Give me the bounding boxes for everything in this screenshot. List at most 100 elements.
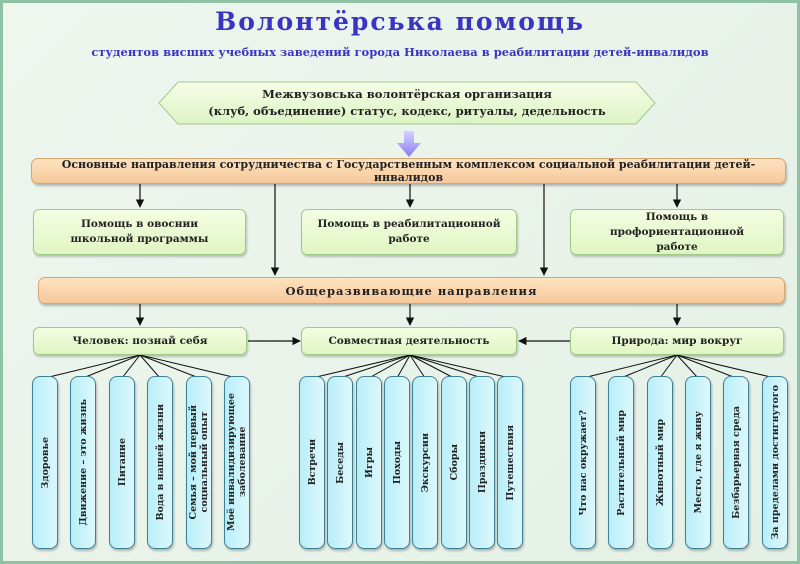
topic-pill-label: За пределами достигнутого (770, 385, 781, 539)
fan-connector-human (121, 354, 141, 379)
topic-pill-label-line: Вода в нашей жизни (154, 404, 166, 521)
fan-connector-joint (409, 354, 426, 379)
topic-pill-label: Беседы (335, 442, 346, 484)
topic-pill-label-line: Походы (391, 440, 403, 485)
topic-pill-joint: Беседы (327, 376, 353, 549)
fan-connector-joint (311, 354, 411, 379)
topic-pill-label: Место, где я живу (693, 411, 704, 513)
topic-pill-nature: За пределами достигнутого (762, 376, 788, 549)
topic-pill-human: Движение – это жизнь (70, 376, 96, 549)
topic-pill-label-line: Экскурсии (419, 432, 431, 493)
category-joint: Совместная деятельность (301, 327, 517, 355)
topic-pill-label-line: заболевание (237, 427, 248, 498)
category-human: Человек: познай себя (33, 327, 247, 355)
topic-pill-joint: Походы (384, 376, 410, 549)
fan-connector-joint (409, 354, 483, 379)
help-box-school-line-1: Помощь в овоснии (80, 218, 199, 230)
topic-pill-human: Вода в нашей жизни (147, 376, 173, 549)
topic-pill-label: Походы (392, 441, 403, 484)
fan-connector-nature (659, 354, 678, 379)
topic-pill-nature: Животный мир (647, 376, 673, 549)
page-title: Волонтёрська помощь (215, 7, 585, 36)
topic-pill-label: Питание (117, 438, 128, 486)
topic-pill-label-line: Что нас окружает? (577, 409, 589, 516)
topic-pill-label-line: Беседы (334, 441, 346, 484)
general-directions-bar: Общеразвивающие направления (38, 277, 785, 304)
topic-pill-nature: Что нас окружает? (570, 376, 596, 549)
help-box-rehab: Помощь в реабилитационной работе (301, 209, 517, 255)
help-box-rehab-line-1: Помощь в реабилитационной (317, 218, 501, 230)
topic-pill-label: Здоровье (40, 437, 51, 489)
organization-box: Межвузовська волонтёрская организация (к… (158, 81, 656, 125)
fan-connector-human (82, 354, 141, 379)
topic-pill-joint: Игры (356, 376, 382, 549)
help-box-career: Помощь в профориентационной работе (570, 209, 784, 255)
connector-lines (44, 183, 776, 379)
down-arrow-icon (397, 131, 421, 157)
category-human-label: Человек: познай себя (72, 334, 208, 347)
topic-pill-joint: Встречи (299, 376, 325, 549)
general-directions-label: Общеразвивающие направления (285, 283, 538, 298)
topic-pill-label: Встречи (307, 439, 318, 485)
main-directions-label: Основные направления сотрудничества с Го… (61, 158, 756, 184)
help-box-rehab-line-2: работе (388, 233, 430, 245)
topic-pill-joint: Экскурсии (412, 376, 438, 549)
topic-pill-label-line: Путешествия (504, 424, 516, 501)
fan-connector-human (139, 354, 238, 379)
fan-connector-human (44, 354, 141, 379)
category-joint-label: Совместная деятельность (328, 334, 490, 347)
topic-pill-human: Питание (109, 376, 135, 549)
topic-pill-label: Праздники (477, 431, 488, 493)
topic-pill-label: Экскурсии (420, 433, 431, 493)
page-subtitle: студентов висших учебных заведений город… (91, 45, 709, 59)
topic-pill-label-line: социальный опыт (199, 411, 210, 514)
fan-connector-human (139, 354, 161, 379)
topic-pill-label-line: Семья – мой первый (188, 405, 199, 520)
topic-pill-label-line: Животный мир (654, 418, 666, 507)
topic-pill-label: Сборы (449, 444, 460, 480)
topic-pill-human: Здоровье (32, 376, 58, 549)
fan-connector-joint (409, 354, 455, 379)
fan-connector-human (139, 354, 200, 379)
help-box-school: Помощь в овоснии школьной программы (33, 209, 246, 255)
fan-connector-joint (409, 354, 511, 379)
category-nature-label: Природа: мир вокруг (611, 334, 743, 347)
category-nature: Природа: мир вокруг (570, 327, 784, 355)
topic-pill-label-line: За пределами достигнутого (769, 385, 781, 540)
fan-connector-nature (676, 354, 737, 379)
topic-pill-joint: Путешествия (497, 376, 523, 549)
topic-pill-label-line: Здоровье (39, 436, 51, 489)
fan-connector-joint (396, 354, 411, 379)
topic-pill-label: Растительный мир (616, 410, 627, 516)
topic-pill-label: Вода в нашей жизни (155, 404, 166, 521)
topic-pill-joint: Праздники (469, 376, 495, 549)
topic-pill-label-line: Встречи (306, 439, 318, 486)
fan-connector-joint (339, 354, 411, 379)
topic-pill-label-line: Питание (116, 438, 128, 487)
topic-pill-nature: Растительный мир (608, 376, 634, 549)
fan-connector-joint (368, 354, 411, 379)
topic-pill-label: Животный мир (655, 419, 666, 506)
help-box-school-line-2: школьной программы (70, 233, 209, 245)
topic-pill-nature: Безбарьерная среда (723, 376, 749, 549)
fan-connector-nature (582, 354, 678, 379)
help-box-career-line-1: Помощь в профориентационной (609, 210, 745, 238)
topic-pill-joint: Сборы (441, 376, 467, 549)
fan-connector-nature (620, 354, 678, 379)
topic-pill-label: Безбарьерная среда (731, 406, 742, 519)
main-directions-bar: Основные направления сотрудничества с Го… (31, 158, 786, 184)
organization-line-1: Межвузовська волонтёрская организация (262, 87, 552, 101)
topic-pill-label: Что нас окружает? (578, 410, 589, 516)
organization-line-2: (клуб, объединение) статус, кодекс, риту… (208, 104, 606, 118)
topic-pill-label: Движение – это жизнь (78, 399, 89, 526)
topic-pill-label-line: Праздники (476, 431, 488, 494)
topic-pill-nature: Место, где я живу (685, 376, 711, 549)
topic-pill-label-line: Движение – это жизнь (77, 399, 89, 526)
topic-pill-label: Игры (364, 447, 375, 478)
topic-pill-label-line: Сборы (448, 444, 460, 481)
